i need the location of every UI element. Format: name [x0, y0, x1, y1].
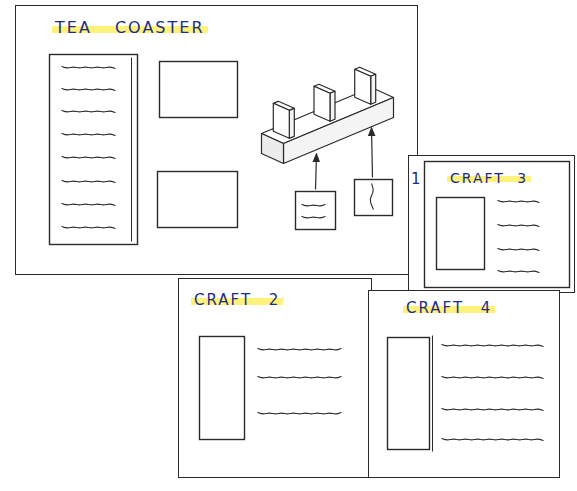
image-placeholder [160, 62, 238, 118]
pointer-arrow [372, 128, 373, 178]
text-squiggle [442, 438, 544, 440]
page-sketch: CRAFT 3 [408, 155, 575, 293]
image-placeholder [158, 172, 238, 228]
page-heading: CRAFT 2 [191, 291, 283, 309]
image-placeholder [200, 337, 245, 440]
image-placeholder [355, 180, 393, 216]
text-squiggle [258, 412, 342, 414]
coaster-sketch [284, 98, 394, 164]
image-placeholder [50, 55, 138, 245]
page-heading: CRAFT 4 [403, 299, 495, 317]
coaster-sketch [330, 91, 335, 121]
image-placeholder [388, 338, 430, 450]
text-squiggle [302, 216, 326, 218]
pointer-arrow [316, 154, 317, 190]
text-squiggle [370, 184, 373, 210]
sketch-illustration [16, 6, 417, 274]
text-squiggle [62, 66, 116, 68]
text-squiggle [62, 133, 116, 135]
coaster-sketch [262, 134, 284, 164]
callout-number: 1 [411, 170, 421, 188]
image-placeholder [425, 162, 570, 288]
page-heading: TEA COASTER [52, 18, 208, 37]
coaster-sketch [355, 69, 371, 104]
text-squiggle [442, 376, 544, 378]
page-sketch: CRAFT 4 [368, 290, 560, 478]
coaster-sketch [314, 86, 330, 121]
image-placeholder [437, 198, 485, 270]
margin-line [131, 58, 132, 242]
text-squiggle [62, 156, 116, 158]
sketch-illustration [369, 291, 559, 477]
text-squiggle [62, 88, 116, 90]
text-squiggle [498, 200, 540, 202]
text-squiggle [498, 270, 540, 272]
text-squiggle [62, 180, 116, 182]
text-squiggle [258, 376, 342, 378]
page-heading: CRAFT 3 [447, 170, 531, 186]
text-squiggle [302, 204, 326, 206]
page-sketch: TEA COASTER [15, 5, 418, 275]
margin-line [432, 336, 433, 452]
text-squiggle [442, 344, 544, 346]
text-squiggle [62, 110, 116, 112]
text-squiggle [62, 226, 116, 228]
text-squiggle [442, 408, 544, 410]
page-sketch: CRAFT 2 [178, 278, 372, 478]
text-squiggle [498, 248, 540, 250]
image-placeholder [296, 192, 336, 230]
coaster-sketch [289, 108, 294, 138]
text-squiggle [258, 348, 342, 350]
coaster-sketch [273, 103, 289, 138]
coaster-sketch [371, 74, 376, 104]
text-squiggle [62, 203, 116, 205]
text-squiggle [498, 224, 540, 226]
